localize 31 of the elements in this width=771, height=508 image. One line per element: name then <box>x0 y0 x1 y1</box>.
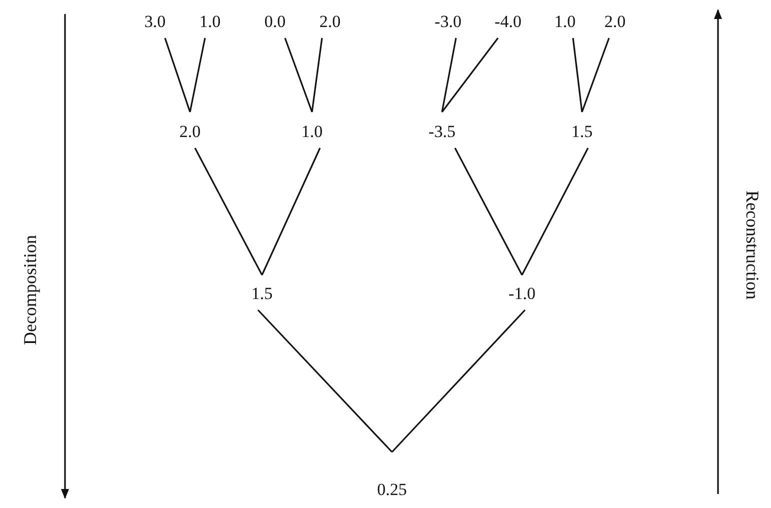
connector-line <box>572 38 583 112</box>
connector-line <box>521 148 589 276</box>
value-label: 1.5 <box>251 284 273 304</box>
axis-label: Decomposition <box>20 235 40 345</box>
value-label: 2.0 <box>604 12 626 32</box>
connector-line <box>441 38 499 112</box>
connector-line <box>441 38 457 112</box>
connector-line <box>391 309 526 453</box>
value-label: 1.0 <box>199 12 221 32</box>
connector-line <box>257 309 393 453</box>
value-label: 2.0 <box>319 12 341 32</box>
value-label: -1.0 <box>508 284 536 304</box>
value-label: 3.0 <box>144 12 166 32</box>
connector-line <box>261 148 321 276</box>
connector-line <box>581 38 610 112</box>
value-label: 1.5 <box>571 122 593 142</box>
connector-line <box>311 38 323 112</box>
connector-line <box>194 148 263 276</box>
connector-line <box>284 38 313 112</box>
value-label: 0.25 <box>377 480 407 500</box>
value-label: 1.0 <box>301 122 323 142</box>
connector-line <box>189 38 206 112</box>
connector-line <box>164 38 191 112</box>
value-label: -4.0 <box>494 12 522 32</box>
value-label: 0.0 <box>264 12 286 32</box>
axis-label: Reconstruction <box>742 190 762 300</box>
connector-line <box>454 148 523 276</box>
value-label: 1.0 <box>554 12 576 32</box>
value-label: 2.0 <box>179 122 201 142</box>
value-label: -3.5 <box>428 122 456 142</box>
value-label: -3.0 <box>434 12 462 32</box>
